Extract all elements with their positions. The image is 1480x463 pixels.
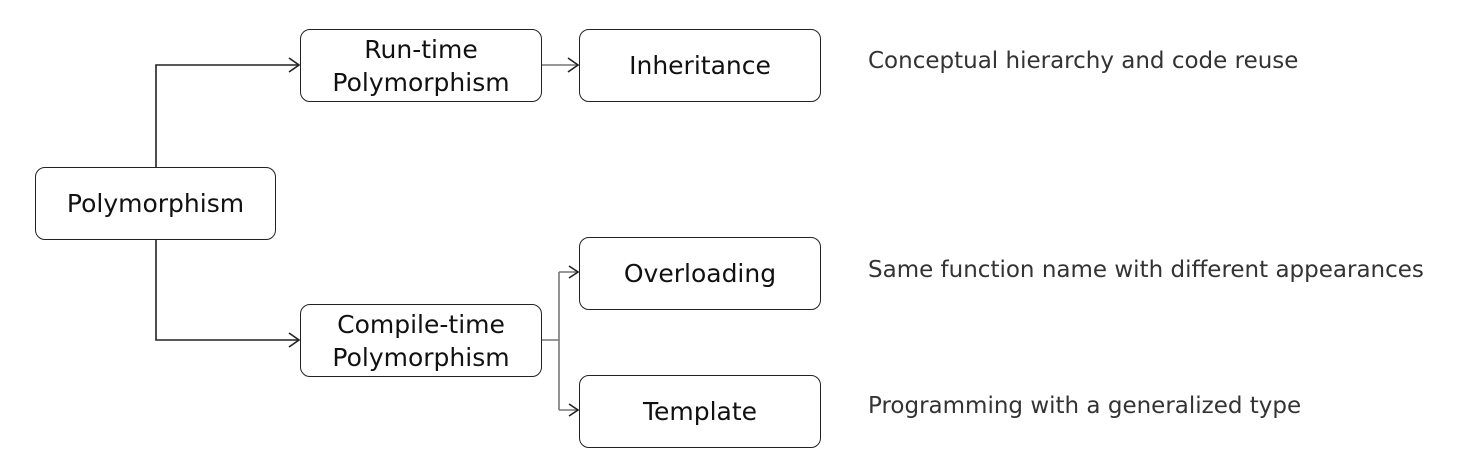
node-polymorphism-label: Polymorphism: [66, 189, 245, 218]
node-template: Template: [579, 375, 821, 448]
node-template-label: Template: [642, 397, 758, 426]
description-template: Programming with a generalized type: [868, 393, 1302, 419]
edge-root-compiletime: [155, 240, 299, 341]
node-compiletime-polymorphism: Compile-time Polymorphism: [300, 304, 542, 377]
node-runtime-line2: Polymorphism: [332, 67, 510, 97]
node-compiletime-line1: Compile-time: [337, 309, 505, 339]
node-inheritance-label: Inheritance: [629, 51, 771, 80]
node-inheritance: Inheritance: [579, 29, 821, 102]
arrowhead-overloading: [568, 265, 580, 279]
node-runtime-line1: Run-time: [364, 34, 478, 64]
node-compiletime-line2: Polymorphism: [332, 342, 510, 372]
arrowhead-compiletime: [288, 332, 301, 348]
arrowhead-inheritance: [567, 57, 580, 73]
arrowhead-runtime: [288, 57, 301, 73]
edge-root-runtime: [155, 64, 299, 167]
node-overloading: Overloading: [579, 237, 821, 310]
node-polymorphism: Polymorphism: [35, 167, 276, 240]
description-overloading: Same function name with different appear…: [868, 257, 1424, 283]
node-runtime-polymorphism: Run-time Polymorphism: [300, 29, 542, 102]
node-overloading-label: Overloading: [623, 259, 777, 288]
description-inheritance: Conceptual hierarchy and code reuse: [868, 48, 1299, 74]
arrowhead-template: [568, 403, 580, 417]
